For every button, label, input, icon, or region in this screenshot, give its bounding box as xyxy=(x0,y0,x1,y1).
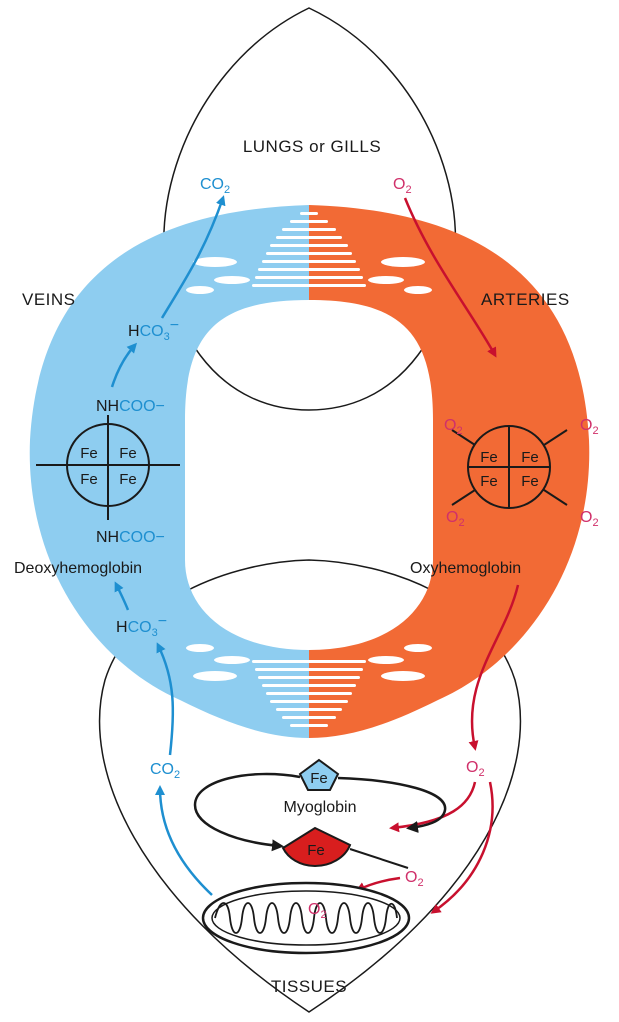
o2-lungs-label: O2 xyxy=(393,176,412,196)
fe-oxy-1: Fe xyxy=(480,449,498,466)
arrow-mito-to-co2 xyxy=(160,788,212,895)
oxyhemoglobin-label: Oxyhemoglobin xyxy=(410,560,521,577)
mitochondrion xyxy=(203,883,409,953)
deoxyhemoglobin-label: Deoxyhemoglobin xyxy=(14,560,142,577)
lungs-label: LUNGS or GILLS xyxy=(243,137,381,156)
nhcoo-lower-label: NHCOO− xyxy=(96,529,165,546)
arteries-label: ARTERIES xyxy=(481,290,570,309)
co2-tissue-label: CO2 xyxy=(150,761,180,781)
fe-oxy-4: Fe xyxy=(521,473,539,490)
o2-myoglobin-label: O2 xyxy=(405,869,424,889)
veins-label: VEINS xyxy=(22,290,76,309)
o2-tissue-label: O2 xyxy=(466,759,485,779)
fe-deoxy-1: Fe xyxy=(80,445,98,462)
myoglobin-label: Myoglobin xyxy=(284,799,357,816)
fe-oxy-2: Fe xyxy=(521,449,539,466)
fe-myoglobin-oxy: Fe xyxy=(307,842,325,859)
fe-deoxy-4: Fe xyxy=(119,471,137,488)
o2-bound-4: O2 xyxy=(580,509,599,529)
tissues-label: TISSUES xyxy=(271,977,347,996)
fe-deoxy-2: Fe xyxy=(119,445,137,462)
co2-lungs-label: CO2 xyxy=(200,176,230,196)
fe-oxy-3: Fe xyxy=(480,473,498,490)
nhcoo-upper-label: NHCOO− xyxy=(96,398,165,415)
fe-deoxy-3: Fe xyxy=(80,471,98,488)
fe-myoglobin-deoxy: Fe xyxy=(310,770,328,787)
myoglobin-o2-bond xyxy=(350,849,408,868)
